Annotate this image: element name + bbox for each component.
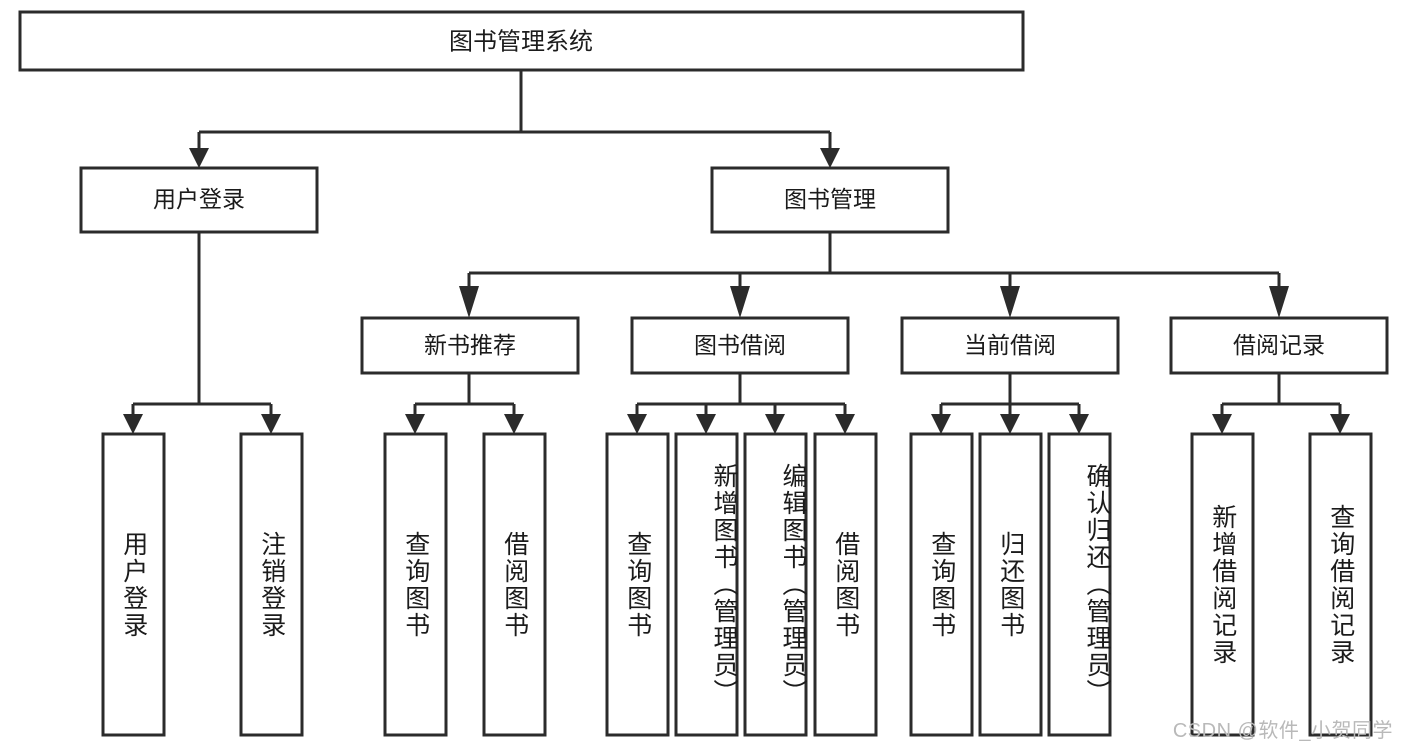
node-new-book-recommend-label: 新书推荐 bbox=[424, 332, 516, 358]
leaf-box-bb-borrow-book[interactable] bbox=[813, 432, 878, 737]
leaf-box-user-login-logout[interactable] bbox=[239, 432, 304, 737]
arrow-icon-nb-leaf2 bbox=[504, 414, 524, 434]
leaf-box-bb-add-book[interactable] bbox=[674, 432, 739, 737]
arrow-icon-book-manage bbox=[820, 148, 840, 168]
arrow-icon-cb-leaf2 bbox=[1000, 414, 1020, 434]
arrow-icon-user-login bbox=[189, 148, 209, 168]
arrow-icon-cb-leaf3 bbox=[1069, 414, 1089, 434]
arrow-icon-br-leaf2 bbox=[1330, 414, 1350, 434]
node-new-book-recommend[interactable]: 新书推荐 bbox=[360, 316, 580, 375]
leaf-box-bb-edit-book[interactable] bbox=[743, 432, 808, 737]
leaf-box-nb-borrow-book[interactable] bbox=[482, 432, 547, 737]
nodes-layer: 图书管理系统 用户登录 图书管理 新书推荐 图书借阅 bbox=[18, 10, 1389, 737]
leaf-box-cb-return-book[interactable] bbox=[978, 432, 1043, 737]
arrow-icon-ul-leaf1 bbox=[123, 414, 143, 434]
arrow-icon-nb-leaf1 bbox=[405, 414, 425, 434]
arrow-icon-newbook bbox=[459, 286, 479, 318]
arrow-icon-bb-leaf4 bbox=[835, 414, 855, 434]
node-root[interactable]: 图书管理系统 bbox=[18, 10, 1025, 72]
node-current-borrow[interactable]: 当前借阅 bbox=[900, 316, 1120, 375]
node-book-manage-label: 图书管理 bbox=[784, 186, 876, 212]
leaf-box-br-add-record[interactable] bbox=[1190, 432, 1255, 737]
leaf-box-cb-confirm-return[interactable] bbox=[1047, 432, 1112, 737]
node-book-manage[interactable]: 图书管理 bbox=[710, 166, 950, 234]
arrow-icon-bb-leaf1 bbox=[627, 414, 647, 434]
node-borrow-record-label: 借阅记录 bbox=[1233, 332, 1325, 358]
node-book-borrow-label: 图书借阅 bbox=[694, 332, 786, 358]
arrow-icon-currentborrow bbox=[1000, 286, 1020, 318]
node-root-label: 图书管理系统 bbox=[449, 28, 593, 55]
leaf-box-br-query-record[interactable] bbox=[1308, 432, 1373, 737]
leaf-box-nb-query-book[interactable] bbox=[383, 432, 448, 737]
arrowheads-layer bbox=[123, 148, 1350, 434]
leaf-box-cb-query-book[interactable] bbox=[909, 432, 974, 737]
arrow-icon-bb-leaf2 bbox=[696, 414, 716, 434]
arrow-icon-bb-leaf3 bbox=[765, 414, 785, 434]
arrow-icon-ul-leaf2 bbox=[261, 414, 281, 434]
leaf-box-bb-query-book[interactable] bbox=[605, 432, 670, 737]
arrow-icon-borrowrecord bbox=[1269, 286, 1289, 318]
leaf-box-user-login-login[interactable] bbox=[101, 432, 166, 737]
arrow-icon-br-leaf1 bbox=[1212, 414, 1232, 434]
node-current-borrow-label: 当前借阅 bbox=[964, 332, 1056, 358]
csdn-watermark: CSDN @软件_小贺同学 bbox=[1172, 720, 1393, 742]
node-book-borrow[interactable]: 图书借阅 bbox=[630, 316, 850, 375]
node-user-login[interactable]: 用户登录 bbox=[79, 166, 319, 234]
node-user-login-label: 用户登录 bbox=[153, 186, 245, 212]
arrow-icon-cb-leaf1 bbox=[931, 414, 951, 434]
node-borrow-record[interactable]: 借阅记录 bbox=[1169, 316, 1389, 375]
arrow-icon-bookborrow bbox=[730, 286, 750, 318]
